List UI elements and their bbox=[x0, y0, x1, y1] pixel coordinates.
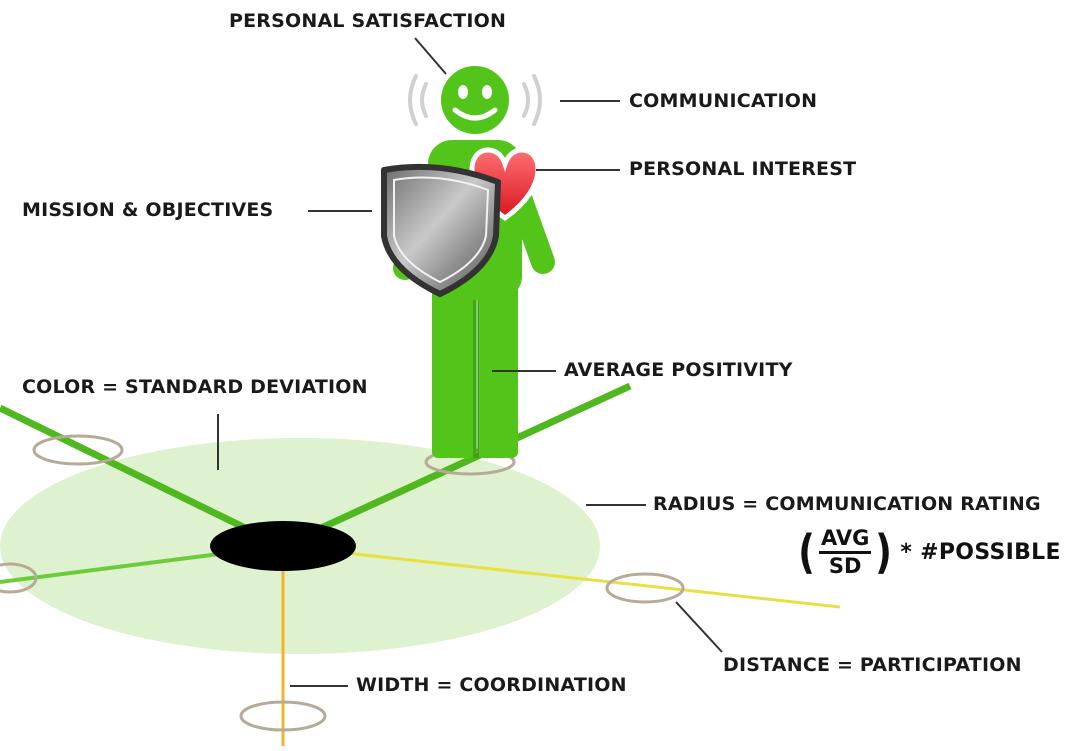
formula-close-paren: ) bbox=[875, 525, 893, 579]
smiley-head-icon bbox=[441, 66, 509, 134]
label-radius-communication-rating: RADIUS = COMMUNICATION RATING bbox=[653, 493, 1041, 515]
label-mission-objectives: MISSION & OBJECTIVES bbox=[22, 199, 274, 221]
formula-denominator: SD bbox=[828, 553, 862, 578]
label-communication: COMMUNICATION bbox=[629, 90, 818, 112]
smile-mouth bbox=[452, 107, 498, 121]
leg-gap bbox=[473, 300, 479, 458]
label-distance-participation: DISTANCE = PARTICIPATION bbox=[723, 654, 1022, 676]
label-color-standard-deviation: COLOR = STANDARD DEVIATION bbox=[22, 376, 368, 398]
connector-right bbox=[281, 544, 841, 609]
formula-tail: * #POSSIBLE bbox=[900, 539, 1061, 565]
node-ring-bottom bbox=[239, 700, 327, 732]
person-left-leg bbox=[432, 270, 476, 458]
left-eye bbox=[458, 85, 468, 99]
node-ring-right bbox=[605, 572, 685, 604]
connector-upper-left bbox=[0, 404, 284, 550]
connector-upper-right bbox=[280, 382, 632, 550]
label-personal-interest: PERSONAL INTEREST bbox=[629, 158, 857, 180]
person-right-leg bbox=[478, 270, 518, 458]
node-ring-upper-left bbox=[32, 434, 124, 466]
radius-formula: ( AVG SD ) * #POSSIBLE bbox=[796, 522, 1061, 582]
node-ring-left bbox=[0, 562, 38, 594]
communication-waves-icon bbox=[408, 74, 542, 126]
formula-fraction-bar bbox=[819, 550, 872, 554]
formula-open-paren: ( bbox=[798, 525, 815, 579]
formula-numerator: AVG bbox=[821, 526, 870, 551]
shield-inner-border bbox=[393, 176, 490, 284]
right-eye bbox=[482, 85, 492, 99]
label-width-coordination: WIDTH = COORDINATION bbox=[356, 674, 627, 696]
leader-personal-satisfaction bbox=[414, 37, 447, 75]
formula-fraction: AVG SD bbox=[819, 526, 872, 578]
leader-distance bbox=[675, 601, 723, 653]
label-average-positivity: AVERAGE POSITIVITY bbox=[564, 359, 793, 381]
label-personal-satisfaction: PERSONAL SATISFACTION bbox=[229, 10, 507, 32]
central-hub bbox=[210, 521, 356, 571]
